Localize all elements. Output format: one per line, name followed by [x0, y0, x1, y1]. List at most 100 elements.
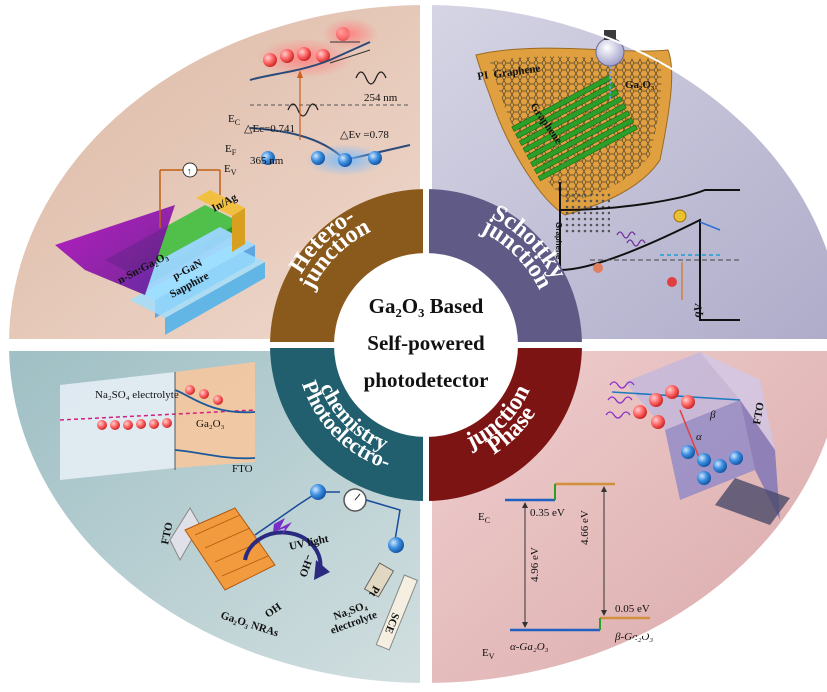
- hetero-ec-label: EC: [228, 113, 240, 127]
- microwire: [533, 117, 635, 175]
- redox-cycle-arrow: [243, 530, 323, 571]
- schottky-band-diagram: Graphene qV: [554, 182, 740, 321]
- ga2o3-nanorod-array: [184, 507, 276, 591]
- wavelength-365-label: 365 nm: [250, 155, 284, 167]
- electron: [213, 395, 223, 405]
- valence-band: [174, 449, 256, 460]
- delta-ec-value: 0.35 eV: [530, 507, 565, 519]
- electron: [665, 385, 679, 399]
- electron: [681, 395, 695, 409]
- ammeter-arrow: ↑: [187, 166, 192, 176]
- conduction-band: [174, 389, 256, 414]
- ion: [97, 420, 107, 430]
- electron: [280, 49, 294, 63]
- phase-ring-segment: [426, 345, 582, 501]
- center-title-line2: Self-powered: [367, 331, 485, 355]
- microwire: [526, 103, 627, 160]
- charge-path: [679, 409, 701, 461]
- alpha-phase-block: [665, 400, 755, 500]
- uv-light-beam: [55, 205, 175, 295]
- microwire: [518, 89, 620, 146]
- fto-small-label: FTO: [232, 463, 253, 475]
- beta-gap-value: 4.66 eV: [579, 510, 591, 545]
- nanorod: [221, 555, 269, 577]
- pt-electrode: [363, 562, 395, 598]
- ion: [136, 419, 146, 429]
- phase-junction-illustration: FTO β α EC EV 0.35 eV 4.66 eV 4.96 eV 0.…: [478, 352, 790, 661]
- sapphire-side: [165, 262, 265, 335]
- photon-wave: [616, 231, 636, 239]
- ga2o3-region-label: Ga₂O₃: [196, 418, 225, 430]
- hole: [681, 445, 695, 459]
- microwire: [537, 124, 638, 182]
- electron-icon: [673, 209, 687, 223]
- ammeter-needle: [354, 493, 361, 501]
- phase-band-diagram: EC EV 0.35 eV 4.66 eV 4.96 eV 0.05 eV α-…: [478, 482, 653, 661]
- schottky-illustration: PI Graphene Graphene Ga₂O₃ Graphene qV: [475, 30, 740, 321]
- ion: [162, 418, 172, 428]
- na2so4-electrolyte-label: Na₂SO₄ electrolyte: [95, 389, 179, 401]
- in-ag-electrode-side: [232, 208, 245, 252]
- arrowhead: [601, 610, 607, 616]
- pi-label: PI: [476, 69, 489, 83]
- arrow: [329, 49, 371, 64]
- bulb-socket: [604, 30, 616, 40]
- electron: [316, 49, 330, 63]
- device-side: [700, 352, 775, 450]
- alpha-label: α: [696, 431, 702, 443]
- p-gan-layer: [120, 227, 255, 300]
- alpha-ga2o3-label: α-Ga₂O₃: [510, 641, 549, 653]
- center-title-line1: Ga₂O₃ Based: [369, 294, 484, 318]
- graphene-electron-sea: [564, 192, 610, 234]
- hetero-ev-label: EV: [224, 163, 237, 177]
- microwire: [530, 110, 631, 168]
- photon-wave: [609, 381, 635, 389]
- qv-label: qV: [691, 303, 705, 319]
- photon-wave: [287, 103, 319, 117]
- wire: [365, 499, 401, 541]
- hole: [261, 151, 275, 165]
- photon-wave: [607, 396, 633, 404]
- microwire: [522, 96, 623, 153]
- nanorod: [194, 514, 241, 536]
- hole-icon: [667, 277, 677, 287]
- hole: [338, 153, 352, 167]
- photon-wave: [605, 411, 631, 419]
- ion: [110, 420, 120, 430]
- electron: [297, 47, 311, 61]
- hole: [311, 151, 325, 165]
- nanorod: [204, 527, 251, 549]
- hole: [368, 151, 382, 165]
- electron: [633, 405, 647, 419]
- drift-arrow: [699, 221, 721, 231]
- photon-wave: [355, 71, 387, 85]
- valence-band-curve: [559, 218, 740, 321]
- phase-ec-label: EC: [478, 511, 490, 525]
- beta-phase-block: [625, 352, 740, 430]
- center-disc: [334, 253, 518, 437]
- schottky-ring-segment: [426, 189, 582, 345]
- phase-ev-label: EV: [482, 647, 495, 661]
- sce-electrode: [375, 574, 419, 651]
- electron: [199, 389, 209, 399]
- uv-light-bolt-icon: [273, 518, 292, 535]
- ga2o3-label: Ga₂O₃: [625, 79, 655, 91]
- beta-label: β: [709, 409, 716, 421]
- arrowhead: [522, 622, 528, 628]
- sapphire-layer: [130, 245, 265, 318]
- cycle-arrowhead: [314, 560, 330, 580]
- conduction-band-line: [249, 41, 371, 81]
- delta-ev-value: 0.05 eV: [615, 603, 650, 615]
- delta-ev-label: △Ev =0.78: [340, 129, 389, 141]
- ion: [149, 419, 159, 429]
- hole: [713, 459, 727, 473]
- heterojunction-ring-segment: [270, 189, 426, 345]
- electron-glow: [322, 18, 378, 50]
- conduction-band-curve: [559, 189, 740, 211]
- alpha-gap-value: 4.96 eV: [529, 547, 541, 582]
- arrowhead: [522, 502, 528, 508]
- hetero-ef-label: EF: [225, 143, 237, 157]
- photogenerated-hole-icon: [593, 263, 603, 273]
